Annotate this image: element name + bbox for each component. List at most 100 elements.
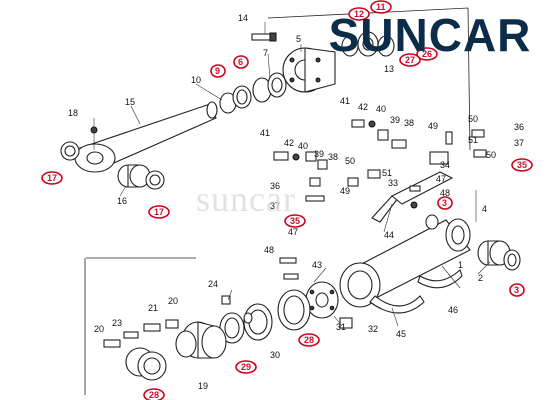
- callout-50a: 50: [468, 114, 478, 124]
- seal-ring-17b: [145, 170, 165, 190]
- callout-33: 33: [388, 178, 398, 188]
- callout-20a: 20: [168, 296, 178, 306]
- callout-47a: 47: [436, 174, 446, 184]
- callout-10: 10: [191, 75, 201, 85]
- hl-callout-29: 29: [235, 360, 257, 374]
- cylinder-head-5: [282, 47, 336, 93]
- svg-text:35: 35: [517, 160, 527, 170]
- svg-text:35: 35: [290, 216, 300, 226]
- callout-49b: 49: [340, 186, 350, 196]
- callout-51b: 51: [382, 168, 392, 178]
- callout-40b: 40: [298, 141, 308, 151]
- rod-43-pin-25: [279, 257, 299, 280]
- cushion-19: [175, 321, 227, 359]
- hl-callout-28b: 28: [143, 388, 165, 400]
- callout-41b: 41: [260, 128, 270, 138]
- hl-callout-6: 6: [233, 55, 249, 69]
- callout-34: 34: [440, 160, 450, 170]
- hl-callout-3a: 3: [437, 196, 453, 210]
- svg-text:17: 17: [154, 207, 164, 217]
- callout-2: 2: [478, 273, 483, 283]
- hl-callout-12: 12: [348, 7, 370, 21]
- callout-38a: 38: [404, 118, 414, 128]
- callout-21: 21: [148, 303, 158, 313]
- callout-15: 15: [125, 97, 135, 107]
- callout-41a: 41: [340, 96, 350, 106]
- fitting-group-top: [351, 119, 487, 165]
- hl-callout-28a: 28: [298, 333, 320, 347]
- callout-1: 1: [458, 260, 463, 270]
- callout-14: 14: [238, 13, 248, 23]
- callout-16: 16: [117, 196, 127, 206]
- fitting-group-left: [273, 151, 381, 202]
- callout-51a: 51: [468, 135, 478, 145]
- callout-39b: 39: [314, 149, 324, 159]
- logo-wordmark: SUNCAR: [328, 9, 532, 61]
- callout-42b: 42: [284, 138, 294, 148]
- callout-23: 23: [112, 318, 122, 328]
- piston-31: [305, 281, 339, 319]
- svg-text:27: 27: [405, 55, 415, 65]
- hl-callout-35b: 35: [284, 214, 306, 228]
- callout-30: 30: [270, 350, 280, 360]
- callout-48a: 48: [440, 188, 450, 198]
- svg-text:3: 3: [442, 198, 447, 208]
- callout-13: 13: [384, 64, 394, 74]
- callout-47b: 47: [288, 227, 298, 237]
- leader-lines: [119, 22, 491, 327]
- bolt-14: [251, 32, 277, 42]
- svg-text:29: 29: [241, 362, 251, 372]
- piston-rod-15: [74, 101, 218, 173]
- callout-36a: 36: [514, 122, 524, 132]
- seal-29: [219, 312, 245, 344]
- band-clamp-45-46: [369, 269, 463, 314]
- callout-50c: 50: [345, 156, 355, 166]
- hl-callout-17b: 17: [148, 205, 170, 219]
- callout-40a: 40: [376, 104, 386, 114]
- wear-ring-28a: [277, 289, 311, 331]
- hl-callout-3b: 3: [509, 283, 525, 297]
- callout-43: 43: [312, 260, 322, 270]
- hl-callout-9: 9: [210, 64, 226, 78]
- callout-45: 45: [396, 329, 406, 339]
- callout-7: 7: [263, 48, 268, 58]
- callouts: 14 5 7 10 13 18 15 16 41 42 40 39 38 49 …: [68, 13, 524, 391]
- hl-callout-27: 27: [399, 53, 421, 67]
- callout-32: 32: [368, 324, 378, 334]
- svg-text:11: 11: [376, 2, 386, 12]
- seal-ring-3a: [425, 214, 439, 230]
- callout-39a: 39: [390, 115, 400, 125]
- svg-text:9: 9: [215, 66, 220, 76]
- svg-text:28: 28: [304, 335, 314, 345]
- callout-44: 44: [384, 230, 394, 240]
- callout-20b: 20: [94, 324, 104, 334]
- hl-callout-35a: 35: [511, 158, 533, 172]
- hl-callout-11: 11: [370, 0, 392, 14]
- suncar-logo: SUNCAR: [308, 8, 552, 62]
- callout-37a: 37: [514, 138, 524, 148]
- frame-lines: [84, 7, 471, 395]
- bolt-18: [90, 118, 98, 150]
- callout-49: 49: [428, 121, 438, 131]
- piston-ring-30: [243, 303, 273, 341]
- callout-19: 19: [198, 381, 208, 391]
- small-parts-20-24: [103, 295, 231, 348]
- nut-32: [339, 317, 353, 329]
- hl-callout-26: 26: [416, 47, 438, 61]
- callout-36b: 36: [270, 181, 280, 191]
- seal-ring-3b: [503, 249, 521, 271]
- callout-46: 46: [448, 305, 458, 315]
- seal-ring-17a: [60, 141, 80, 161]
- callout-31: 31: [336, 322, 346, 332]
- svg-text:6: 6: [238, 57, 243, 67]
- svg-text:12: 12: [354, 9, 364, 19]
- svg-text:17: 17: [47, 173, 57, 183]
- watermark-text: suncar: [196, 179, 296, 219]
- highlighted-callouts: 11 12 27 26 9 6 17 17: [41, 0, 533, 400]
- callout-4: 4: [482, 204, 487, 214]
- seal-stack-11-13: [341, 31, 395, 57]
- svg-text:26: 26: [422, 49, 432, 59]
- callout-24: 24: [208, 279, 218, 289]
